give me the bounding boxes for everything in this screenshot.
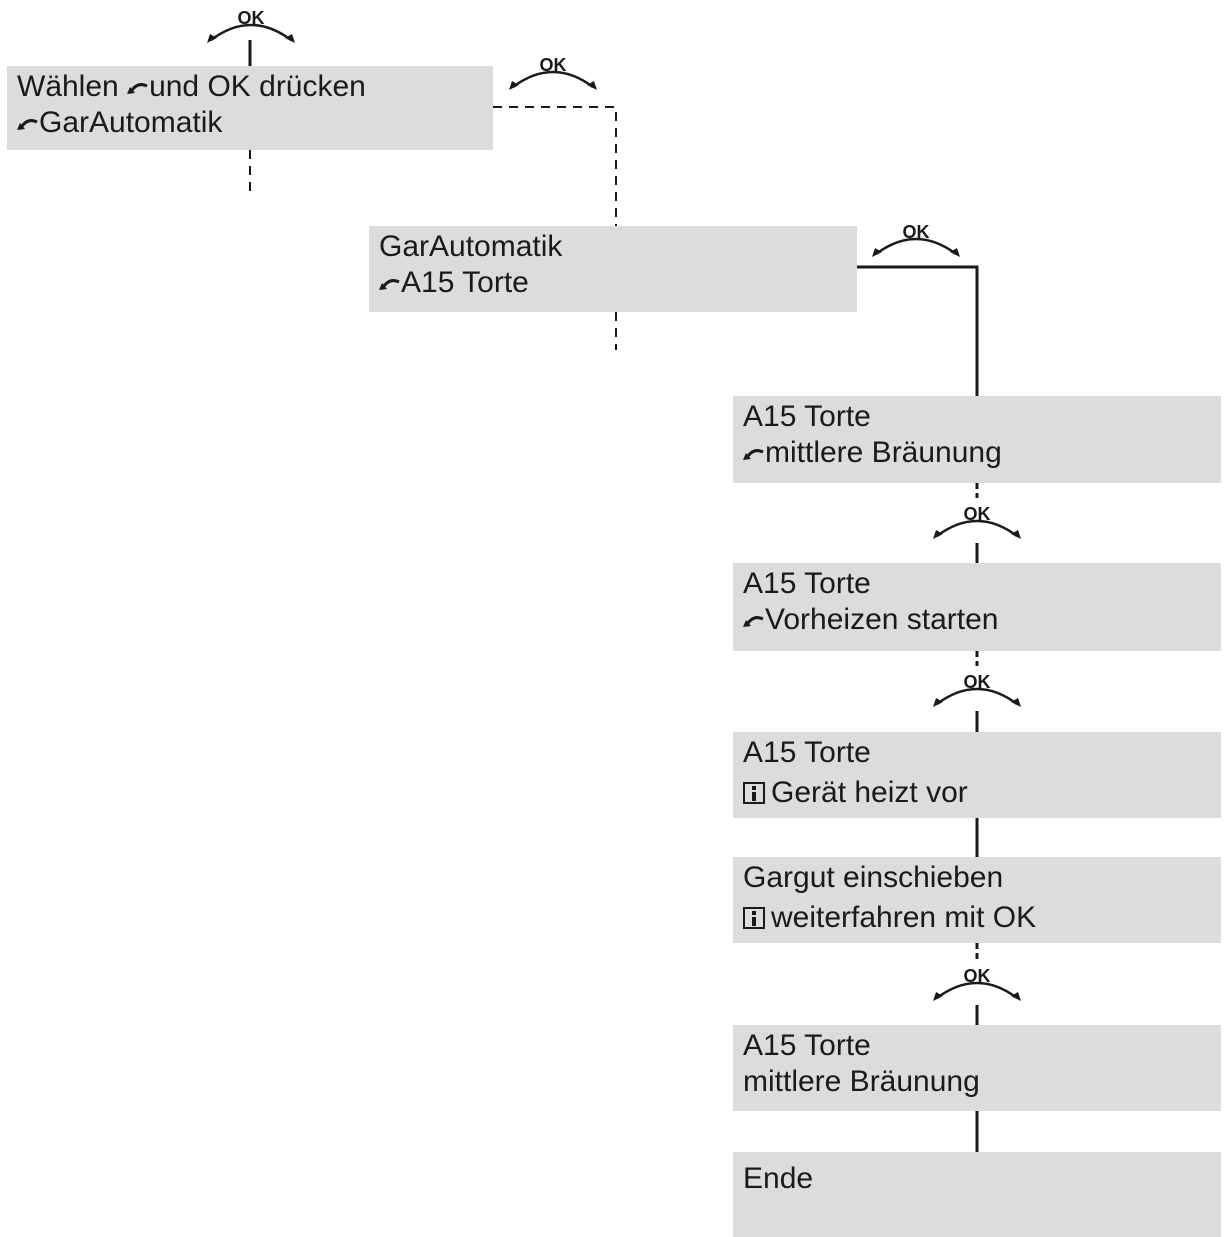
ok-arrow-icon: OK (933, 966, 1021, 1001)
box-line-1: Ende (743, 1162, 813, 1196)
rotary-knob-arrow-icon (17, 119, 38, 130)
ok-label: OK (238, 8, 265, 28)
box-text: Vorheizen starten (765, 603, 999, 636)
ok-arrow-icon: OK (933, 504, 1021, 539)
box-line-2: GarAutomatik (17, 106, 222, 140)
box-text: A15 Torte (743, 400, 871, 433)
rotary-knob-arrow-icon (743, 616, 764, 627)
box-line-2: A15 Torte (379, 266, 529, 300)
box-text: Gargut einschieben (743, 861, 1004, 894)
display-box-garautomatik: GarAutomatik A15 Torte (369, 226, 857, 312)
box-text: A15 Torte (743, 567, 871, 600)
info-icon (743, 782, 765, 804)
box-text: mittlere Bräunung (765, 436, 1002, 469)
rotary-knob-arrow-icon (127, 83, 148, 94)
box-line-1: A15 Torte (743, 736, 871, 770)
display-box-select-menu: Wählen und OK drücken GarAutomatik (7, 66, 493, 150)
display-box-browning: A15 Torte mittlere Bräunung (733, 396, 1221, 483)
box-text: Wählen (17, 70, 128, 103)
box-line-1: A15 Torte (743, 567, 871, 601)
box-text: Gerät heizt vor (771, 776, 968, 809)
ok-arrow-icon: OK (933, 672, 1021, 707)
box-line-2: mittlere Bräunung (743, 1065, 980, 1099)
display-box-preheat-start: A15 Torte Vorheizen starten (733, 563, 1221, 651)
box-text: A15 Torte (743, 1029, 871, 1062)
ok-label: OK (964, 672, 991, 692)
box-text: mittlere Bräunung (743, 1065, 980, 1098)
box-line-1: A15 Torte (743, 1029, 871, 1063)
ok-label: OK (964, 504, 991, 524)
ok-label: OK (903, 222, 930, 242)
display-box-done-browning: A15 Torte mittlere Bräunung (733, 1025, 1221, 1111)
box-text: weiterfahren mit OK (771, 901, 1037, 934)
display-box-end: Ende (733, 1152, 1221, 1237)
display-box-preheating: A15 Torte Gerät heizt vor (733, 732, 1221, 818)
box-text: GarAutomatik (379, 230, 563, 263)
box-line-1: A15 Torte (743, 400, 871, 434)
box-text: Ende (743, 1162, 814, 1195)
display-box-insert-food: Gargut einschieben weiterfahren mit OK (733, 857, 1221, 943)
box-line-2: weiterfahren mit OK (743, 901, 1036, 935)
ok-arrow-icon: OK (872, 222, 960, 257)
box-text: GarAutomatik (39, 106, 223, 139)
box-text: A15 Torte (743, 736, 871, 769)
box-line-2: Vorheizen starten (743, 603, 998, 637)
box-line-1: GarAutomatik (379, 230, 562, 264)
ok-label: OK (964, 966, 991, 986)
info-icon (743, 907, 765, 929)
box-line-2: mittlere Bräunung (743, 436, 1002, 470)
ok-arrow-icon: OK (207, 8, 295, 43)
ok-arrow-icon: OK (509, 55, 597, 90)
box-text: A15 Torte (401, 266, 529, 299)
rotary-knob-arrow-icon (379, 279, 400, 290)
box-line-1: Gargut einschieben (743, 861, 1003, 895)
box-line-1: Wählen und OK drücken (17, 70, 366, 104)
ok-label: OK (540, 55, 567, 75)
box-line-2: Gerät heizt vor (743, 776, 968, 810)
box-text: und OK drücken (149, 70, 366, 103)
rotary-knob-arrow-icon (743, 449, 764, 460)
